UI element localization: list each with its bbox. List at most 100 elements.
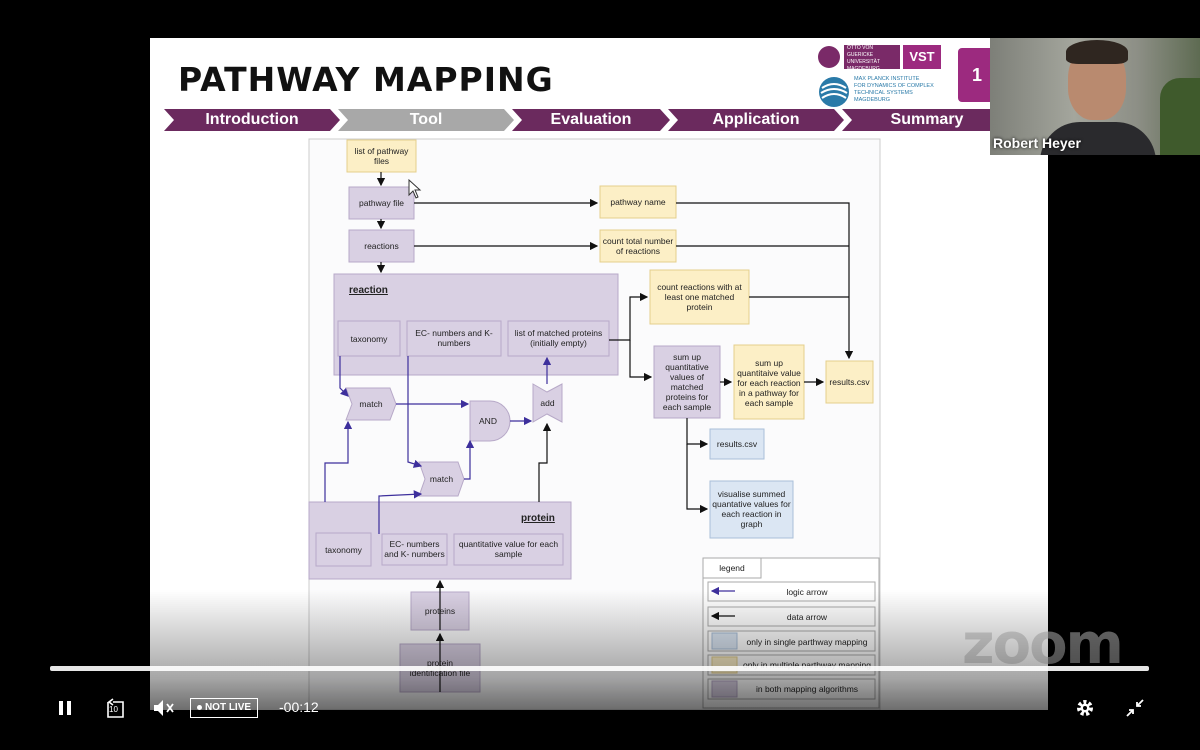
pathway-name-label: pathway name bbox=[610, 197, 666, 207]
sum-up-left-line1: sum up bbox=[673, 352, 701, 362]
list-of-pathway-files-label: list of pathway files bbox=[347, 146, 416, 166]
legend-title-box bbox=[702, 557, 762, 579]
nav-label-introduction: Introduction bbox=[205, 111, 299, 128]
legend-data-label: data arrow bbox=[786, 612, 828, 622]
results-csv-1-label: results.csv bbox=[829, 377, 870, 387]
proteins-label: proteins bbox=[424, 606, 456, 616]
mouse-cursor-icon bbox=[408, 179, 422, 199]
list-matched-line1: list of matched proteins bbox=[514, 328, 603, 338]
nav-chevron-evaluation bbox=[512, 109, 670, 131]
count-total-line1: count total number bbox=[602, 236, 674, 246]
sum-up-right-line1: sum up bbox=[755, 358, 783, 368]
match-2-label: match bbox=[429, 474, 454, 484]
ovgu-logo bbox=[818, 46, 840, 68]
presentation-slide: PATHWAY MAPPING Introduction Tool Evalua… bbox=[150, 38, 1048, 710]
presenter-shoulders bbox=[1040, 122, 1156, 155]
slide-title: PATHWAY MAPPING bbox=[178, 60, 554, 99]
nav-label-summary: Summary bbox=[890, 111, 964, 128]
nav-label-application: Application bbox=[712, 111, 800, 128]
results-csv-1-box bbox=[825, 360, 874, 404]
presenter-video-thumbnail[interactable]: Robert Heyer bbox=[990, 38, 1200, 155]
sum-up-right-line4: in a pathway for bbox=[738, 388, 799, 398]
visualise-line2: quantative values for bbox=[712, 499, 791, 509]
count-total-box bbox=[599, 229, 677, 263]
ovgu-line3: MAGDEBURG bbox=[847, 66, 880, 72]
ec-numbers-reaction-line2: numbers bbox=[437, 338, 471, 348]
sum-up-right-line5: each sample bbox=[744, 398, 794, 408]
mpi-line1: MAX PLANCK INSTITUTE bbox=[854, 76, 920, 82]
match-2-shape bbox=[418, 461, 465, 497]
visualise-line4: graph bbox=[740, 519, 763, 529]
sum-up-left-line3: values of bbox=[669, 372, 705, 382]
and-gate-label: AND bbox=[479, 416, 497, 426]
sum-up-right-line2: quantitaive value bbox=[737, 368, 801, 378]
legend-single-label: only in single parthway mapping bbox=[746, 637, 868, 647]
rewind-10-button[interactable]: 10 bbox=[103, 698, 127, 720]
add-label: add bbox=[540, 398, 555, 408]
ec-numbers-protein-line2: and K- numbers bbox=[384, 549, 445, 559]
live-status-label: NOT LIVE bbox=[204, 702, 252, 713]
legend-logic-label: logic arrow bbox=[786, 587, 828, 597]
exit-fullscreen-icon[interactable] bbox=[1126, 699, 1144, 717]
add-shape bbox=[532, 383, 563, 423]
quant-value-label: quantitative value for each sample bbox=[454, 539, 563, 559]
live-status-badge[interactable]: NOT LIVE bbox=[190, 698, 258, 718]
ec-numbers-reaction-line1: EC- numbers and K- bbox=[415, 328, 493, 338]
list-of-pathway-files-line2: files bbox=[373, 156, 390, 166]
count-total-line2: of reactions bbox=[616, 246, 660, 256]
playback-timecode: -00:12 bbox=[279, 699, 319, 715]
nav-chevron-introduction bbox=[164, 109, 340, 131]
mpi-logo-text: MAX PLANCK INSTITUTE FOR DYNAMICS OF COM… bbox=[854, 76, 934, 104]
presenter-hair bbox=[1066, 40, 1128, 64]
sum-up-left-line6: each sample bbox=[662, 402, 712, 412]
quant-value-line2: sample bbox=[494, 549, 523, 559]
gear-icon[interactable] bbox=[1075, 698, 1095, 718]
webcam-plant bbox=[1160, 78, 1200, 155]
reaction-group-label: reaction bbox=[349, 285, 388, 296]
list-matched-label: list of matched proteins (initially empt… bbox=[508, 328, 609, 348]
match-1-label: match bbox=[359, 399, 383, 409]
quant-value-box bbox=[453, 533, 564, 566]
results-csv-2-box bbox=[709, 428, 765, 460]
taxonomy-protein-box bbox=[315, 532, 372, 567]
nav-chevron-tool bbox=[338, 109, 514, 131]
sum-up-left-label: sum up quantitative values of matched pr… bbox=[654, 352, 720, 412]
reactions-label: reactions bbox=[364, 241, 399, 251]
ec-numbers-protein-label: EC- numbers and K- numbers bbox=[382, 539, 447, 559]
mute-icon[interactable] bbox=[152, 698, 176, 718]
playback-progress-bar[interactable] bbox=[50, 666, 1149, 671]
sum-up-right-box bbox=[733, 344, 805, 420]
results-csv-2-label: results.csv bbox=[716, 439, 758, 449]
rewind-icon bbox=[107, 698, 124, 718]
pathway-file-label: pathway file bbox=[359, 198, 404, 208]
presenter-name: Robert Heyer bbox=[993, 135, 1081, 151]
legend-both-label: in both mapping algorithms bbox=[755, 684, 859, 694]
mpi-logo-icon bbox=[819, 77, 849, 107]
count-matched-line3: protein bbox=[686, 302, 713, 312]
protein-group-label: protein bbox=[521, 513, 555, 524]
count-matched-box bbox=[649, 269, 750, 325]
list-matched-line2: (initially empty) bbox=[530, 338, 587, 348]
count-matched-line2: least one matched bbox=[664, 292, 735, 302]
sum-up-right-line3: for each reaction bbox=[737, 378, 801, 388]
ec-numbers-reaction-box bbox=[406, 320, 502, 357]
taxonomy-reaction-label: taxonomy bbox=[350, 334, 388, 344]
mpi-line3: TECHNICAL SYSTEMS bbox=[854, 90, 913, 96]
vst-logo: VST bbox=[903, 45, 941, 69]
count-total-label: count total number of reactions bbox=[600, 236, 676, 256]
count-matched-label: count reactions with at least one matche… bbox=[650, 282, 749, 312]
visualise-box bbox=[709, 480, 794, 539]
pause-icon[interactable] bbox=[56, 699, 74, 717]
visualise-label: visualise summed quantative values for e… bbox=[710, 489, 793, 529]
rewind-seconds-label: 10 bbox=[109, 705, 118, 714]
nav-label-tool: Tool bbox=[409, 111, 443, 128]
reactions-box bbox=[348, 229, 415, 263]
match-1-shape bbox=[345, 387, 397, 421]
legend-title: legend bbox=[719, 563, 745, 573]
ec-numbers-protein-box bbox=[381, 533, 448, 566]
ovgu-line2: UNIVERSITÄT bbox=[847, 59, 881, 65]
ovgu-logo-text: OTTO VON GUERICKE UNIVERSITÄT MAGDEBURG bbox=[844, 45, 900, 72]
list-of-pathway-files-line1: list of pathway bbox=[354, 146, 409, 156]
ec-numbers-reaction-label: EC- numbers and K- numbers bbox=[407, 328, 501, 348]
live-dot-icon bbox=[196, 704, 202, 710]
